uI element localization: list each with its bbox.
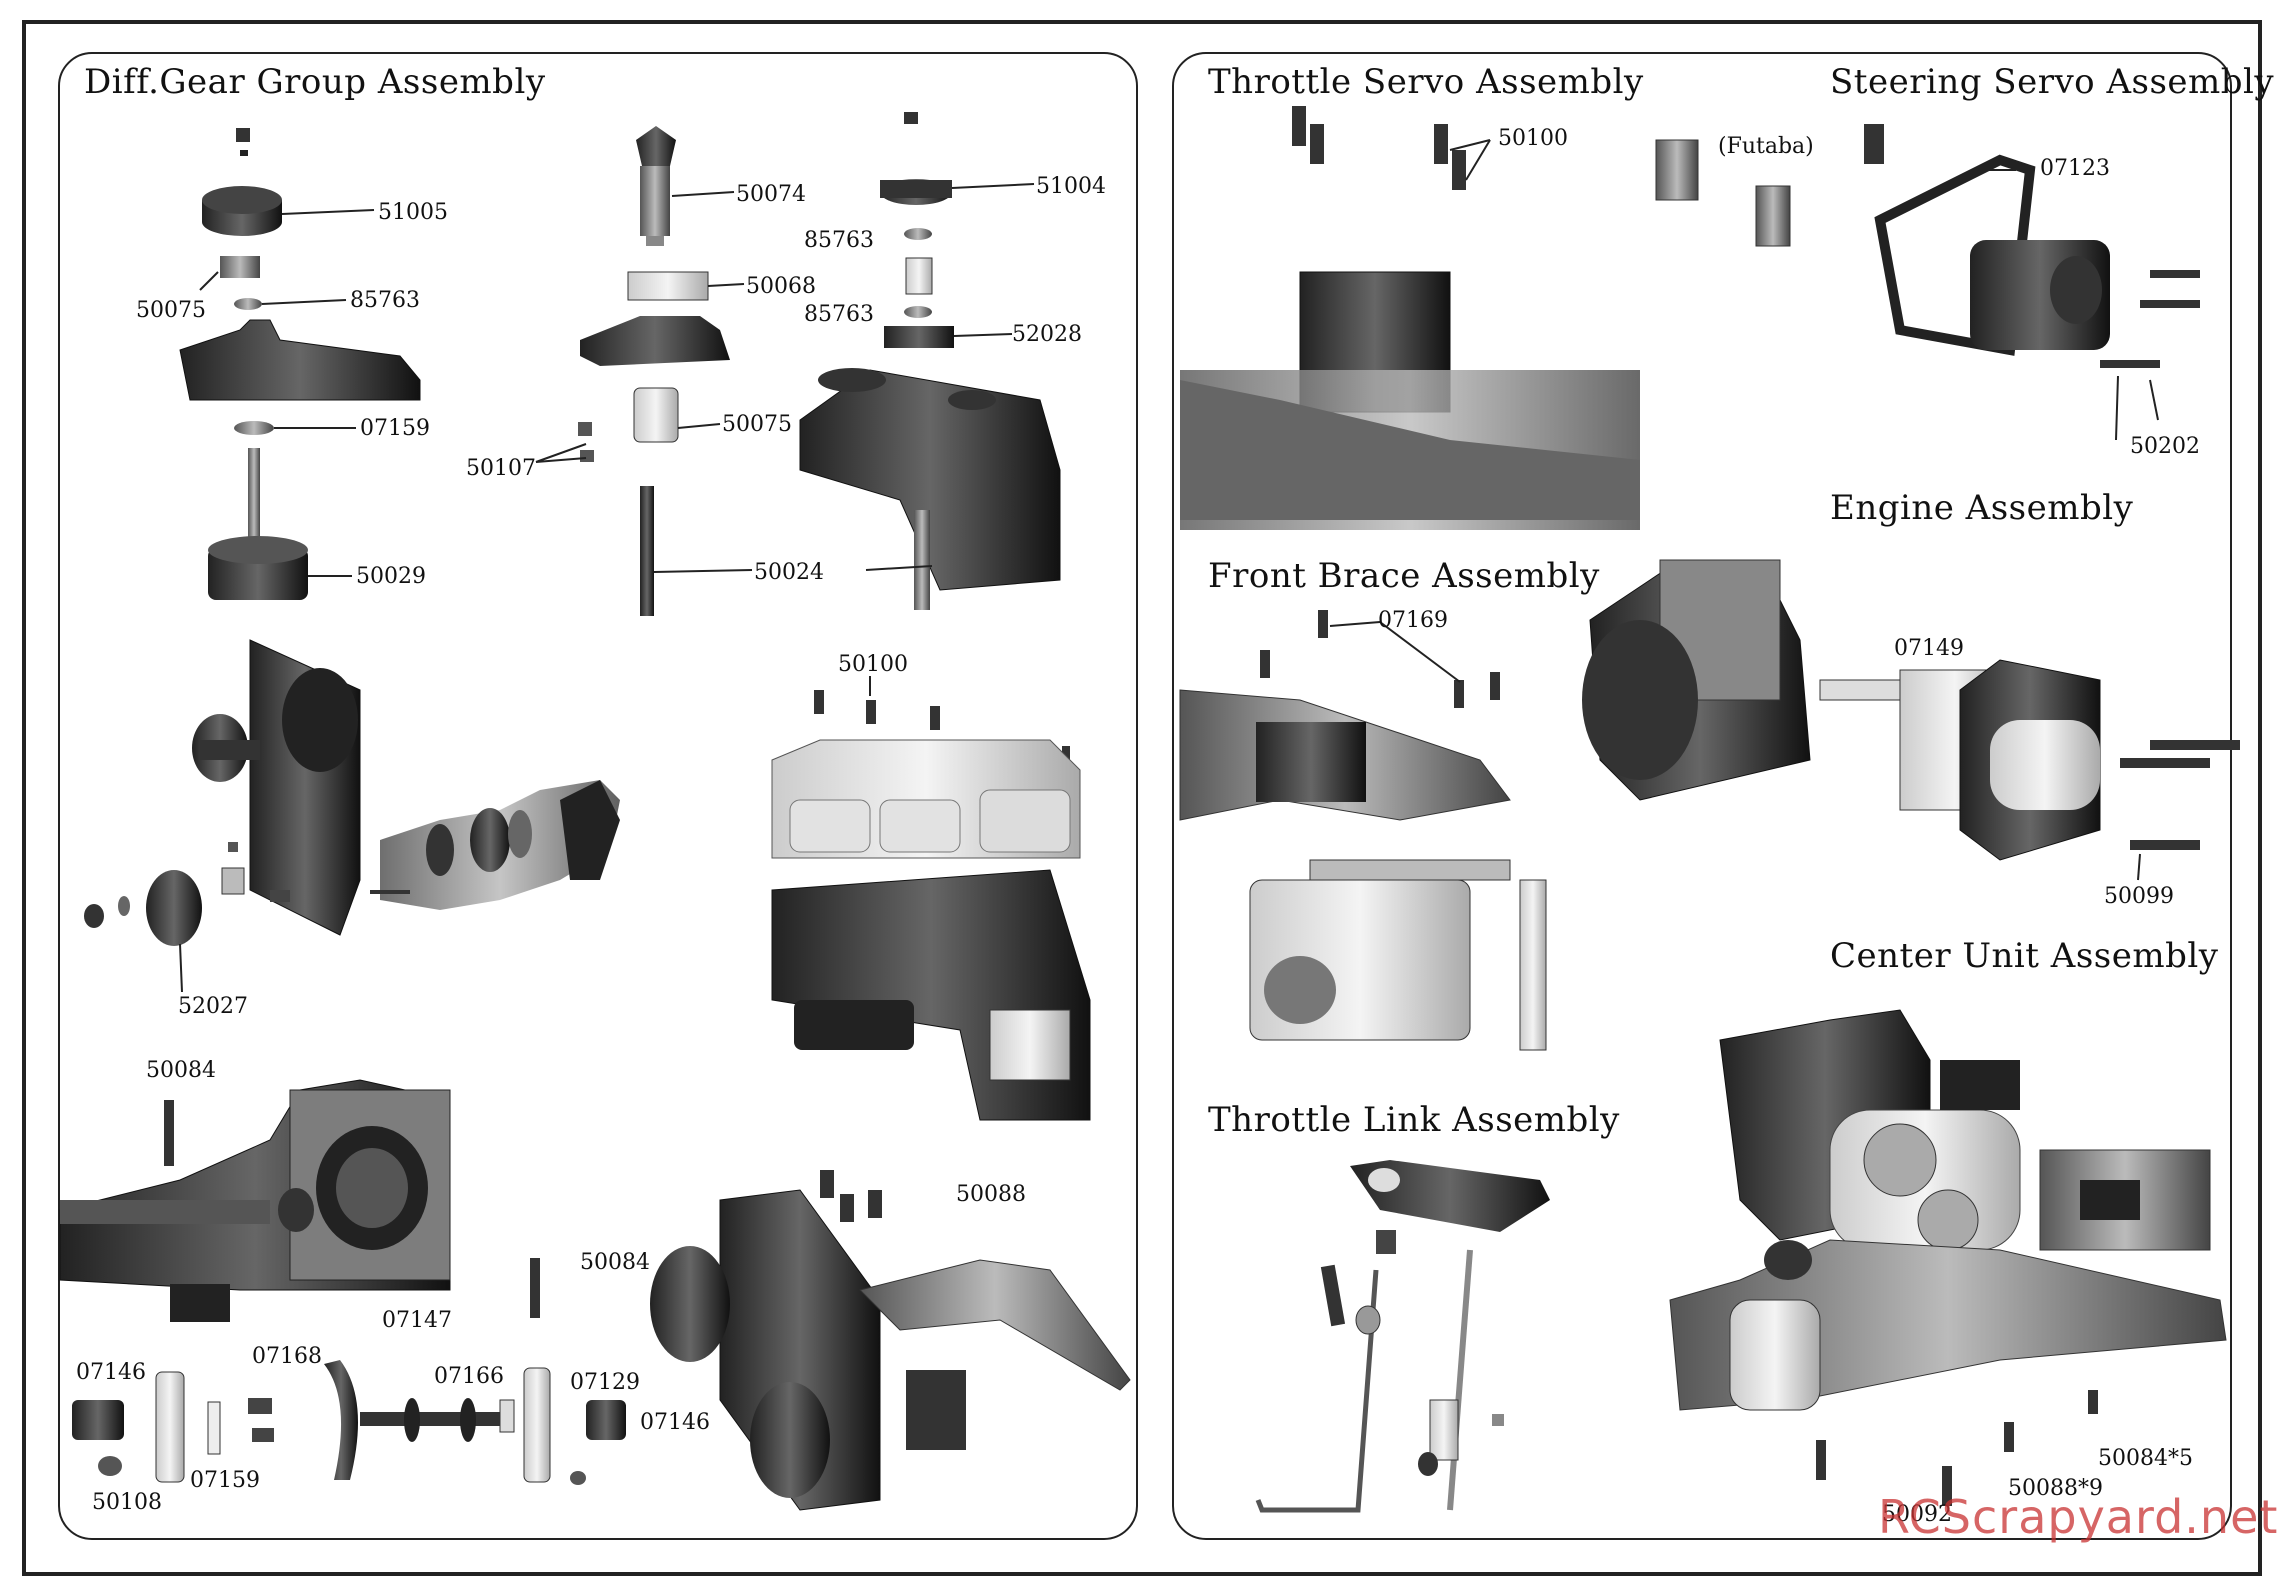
part-label-50108: 50108 [92,1490,162,1515]
part-label-50092: 50092 [1882,1502,1952,1527]
throttle-link-title: Throttle Link Assembly [1208,1100,1620,1140]
part-label-85763-b: 85763 [804,228,874,253]
part-label-50029: 50029 [356,564,426,589]
throttle-link-art [1255,1160,1550,1513]
diff-exploded-art [84,639,620,946]
small-parts-art [72,1258,626,1485]
part-label-07123: 07123 [2040,156,2110,181]
part-label-50202: 50202 [2130,434,2200,459]
part-label-50088x9: 50088*9 [2008,1476,2103,1501]
part-label-50099: 50099 [2104,884,2174,909]
part-label-50084-a: 50084 [146,1058,216,1083]
part-label-07169: 07169 [1378,608,1448,633]
part-label-50075-b: 50075 [722,412,792,437]
servo-assemblies-panel [1172,52,2232,1540]
futaba-label: (Futaba) [1718,134,1814,159]
part-label-50100-left: 50100 [838,652,908,677]
steering-servo-title: Steering Servo Assembly [1830,62,2275,102]
engine-title: Engine Assembly [1830,488,2134,528]
center-unit-title: Center Unit Assembly [1830,936,2219,976]
part-label-85763-c: 85763 [804,302,874,327]
diff-gear-panel [58,52,1138,1540]
part-label-07159-a: 07159 [360,416,430,441]
part-label-50100-right: 50100 [1498,126,1568,151]
steering-servo-art [1655,124,2200,368]
pinion-shaft-art [578,126,730,616]
chassis-housing-art [59,1079,451,1322]
part-label-51005: 51005 [378,200,448,225]
front-brace-title: Front Brace Assembly [1208,556,1600,596]
part-label-07149: 07149 [1894,636,1964,661]
part-label-52028: 52028 [1012,322,1082,347]
part-label-07147: 07147 [382,1308,452,1333]
part-label-52027: 52027 [178,994,248,1019]
part-label-07146-b: 07146 [640,1410,710,1435]
diff-gear-title: Diff.Gear Group Assembly [84,62,546,102]
part-label-51004: 51004 [1036,174,1106,199]
part-label-07166: 07166 [434,1364,504,1389]
part-label-50068: 50068 [746,274,816,299]
front-brace-art [1179,610,1547,1051]
watermark: RCScrapyard.net [1878,1490,2279,1544]
part-label-07168: 07168 [252,1344,322,1369]
center-unit-art [1669,1009,2227,1506]
part-label-07146-a: 07146 [76,1360,146,1385]
part-label-85763-a: 85763 [350,288,420,313]
gear-51005-art [179,128,421,600]
gearbox-assembled-art [650,1170,1131,1511]
part-label-50084-b: 50084 [580,1250,650,1275]
part-label-50084x5: 50084*5 [2098,1446,2193,1471]
gearbox-cover-art [771,690,1091,1121]
throttle-servo-art [1180,106,1640,530]
part-label-50107: 50107 [466,456,536,481]
part-label-07159-b: 07159 [190,1468,260,1493]
part-label-50024: 50024 [754,560,824,585]
part-label-07129: 07129 [570,1370,640,1395]
throttle-servo-title: Throttle Servo Assembly [1208,62,1644,102]
engine-art [1582,559,2240,861]
part-label-50075-a: 50075 [136,298,206,323]
part-label-50074: 50074 [736,182,806,207]
transmission-stack-art [799,112,1061,610]
page-frame [22,20,2262,1576]
part-label-50088: 50088 [956,1182,1026,1207]
